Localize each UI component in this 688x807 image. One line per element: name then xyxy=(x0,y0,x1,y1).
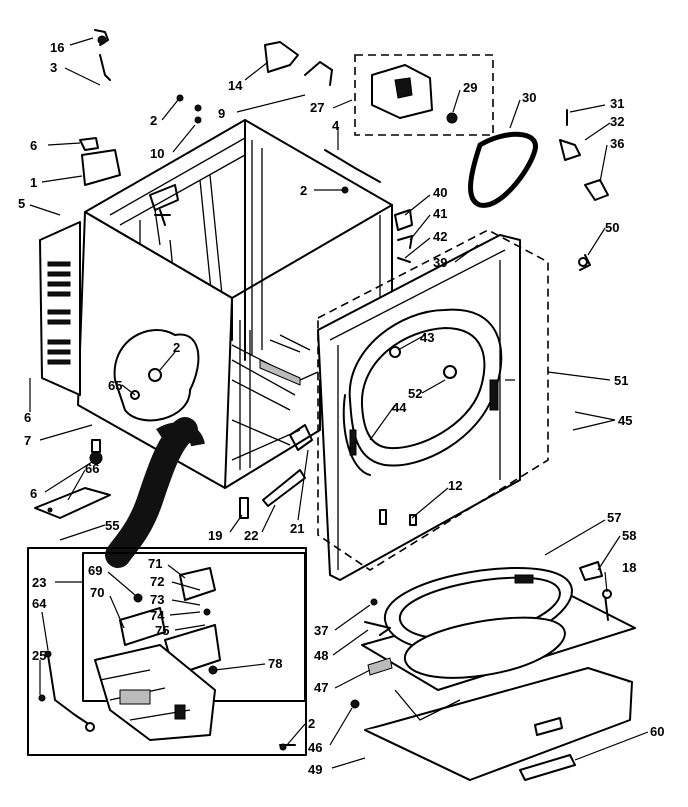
part-label-27: 27 xyxy=(310,100,324,115)
part-label-10: 10 xyxy=(150,146,164,161)
part-label-42: 42 xyxy=(433,229,447,244)
blower-motor-group xyxy=(354,54,494,136)
part-label-41: 41 xyxy=(433,206,447,221)
part-label-40: 40 xyxy=(433,185,447,200)
part-label-71: 71 xyxy=(148,556,162,571)
part-label-31: 31 xyxy=(610,96,624,111)
part-label-30: 30 xyxy=(522,90,536,105)
base-panels xyxy=(34,487,636,781)
part-label-50: 50 xyxy=(605,220,619,235)
part-label-14: 14 xyxy=(228,78,243,93)
part-label-25: 25 xyxy=(32,648,46,663)
part-label-74: 74 xyxy=(150,608,165,623)
front-panel-assembly xyxy=(317,229,549,581)
part-label-66: 66 xyxy=(85,461,99,476)
part-label-49: 49 xyxy=(308,762,322,777)
part-label-70: 70 xyxy=(90,585,104,600)
part-label-22: 22 xyxy=(244,528,258,543)
part-label-2: 2 xyxy=(308,716,315,731)
part-label-46: 46 xyxy=(308,740,322,755)
part-label-69: 69 xyxy=(88,563,102,578)
part-label-9: 9 xyxy=(218,106,225,121)
part-label-3: 3 xyxy=(50,60,57,75)
part-label-58: 58 xyxy=(622,528,636,543)
part-label-75: 75 xyxy=(155,623,169,638)
part-label-18: 18 xyxy=(622,560,636,575)
part-label-21: 21 xyxy=(290,521,304,536)
part-label-57: 57 xyxy=(607,510,621,525)
part-label-44: 44 xyxy=(392,400,407,415)
part-label-45: 45 xyxy=(618,413,632,428)
part-label-72: 72 xyxy=(150,574,164,589)
part-label-2: 2 xyxy=(150,113,157,128)
part-label-4: 4 xyxy=(332,118,340,133)
part-label-6: 6 xyxy=(30,138,37,153)
part-label-2: 2 xyxy=(300,183,307,198)
drum-belt xyxy=(468,131,538,208)
part-label-47: 47 xyxy=(314,680,328,695)
part-label-60: 60 xyxy=(650,724,664,739)
cabinet-assembly xyxy=(39,119,393,568)
part-label-23: 23 xyxy=(32,575,46,590)
part-label-37: 37 xyxy=(314,623,328,638)
part-label-6: 6 xyxy=(24,410,31,425)
part-label-5: 5 xyxy=(18,196,25,211)
part-label-16: 16 xyxy=(50,40,64,55)
part-label-48: 48 xyxy=(314,648,328,663)
part-label-29: 29 xyxy=(463,80,477,95)
part-label-73: 73 xyxy=(150,592,164,607)
part-label-64: 64 xyxy=(32,596,47,611)
part-label-2: 2 xyxy=(173,340,180,355)
part-label-19: 19 xyxy=(208,528,222,543)
part-label-65: 65 xyxy=(108,378,122,393)
part-label-7: 7 xyxy=(24,433,31,448)
part-label-43: 43 xyxy=(420,330,434,345)
small-hardware xyxy=(79,29,609,271)
control-box-group xyxy=(27,547,307,756)
part-label-6: 6 xyxy=(30,486,37,501)
part-label-55: 55 xyxy=(105,518,119,533)
part-label-51: 51 xyxy=(614,373,628,388)
part-label-32: 32 xyxy=(610,114,624,129)
leader-lines xyxy=(29,37,649,769)
part-label-52: 52 xyxy=(408,386,422,401)
part-label-78: 78 xyxy=(268,656,282,671)
part-number-labels: 16 3 14 9 27 29 30 31 32 36 2 10 6 1 5 4… xyxy=(18,40,664,777)
part-label-12: 12 xyxy=(448,478,462,493)
part-label-39: 39 xyxy=(433,255,447,270)
part-label-1: 1 xyxy=(30,175,37,190)
part-label-36: 36 xyxy=(610,136,624,151)
